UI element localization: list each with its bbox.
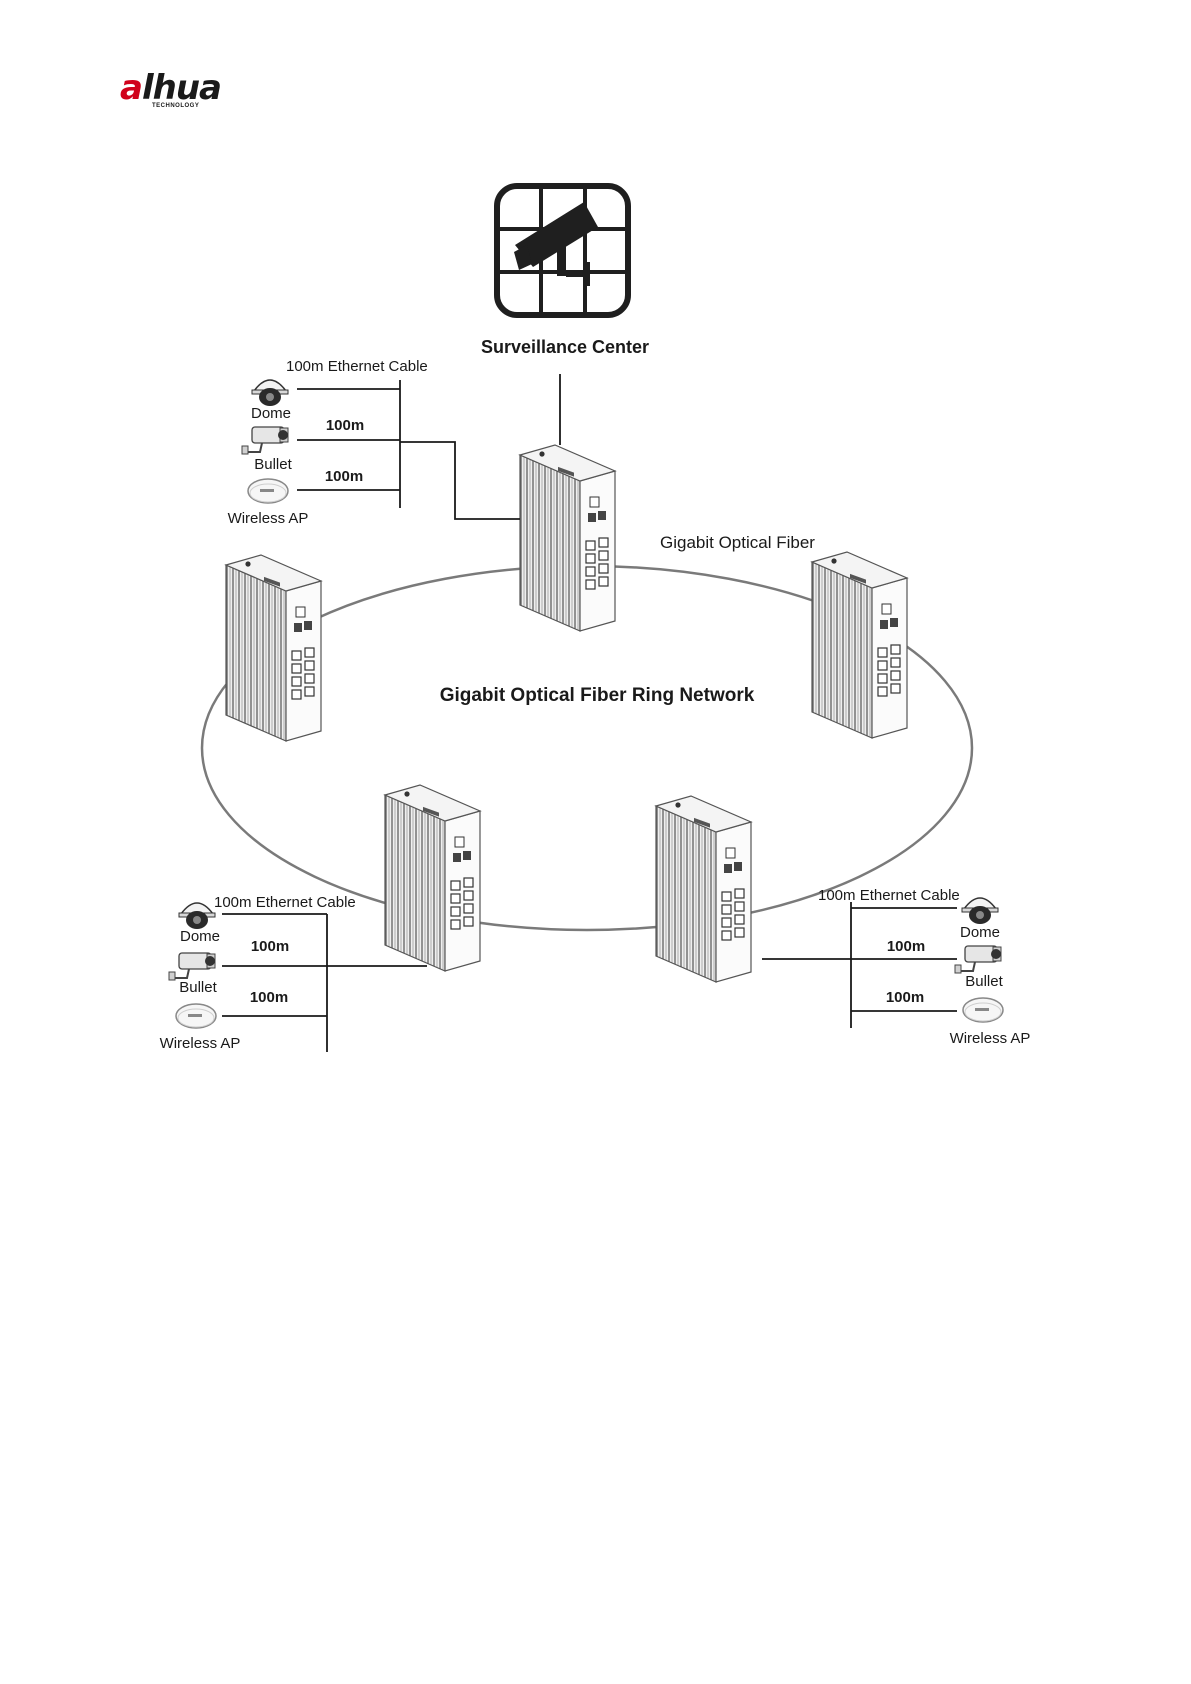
distance-label: 100m xyxy=(887,938,925,955)
switch-left xyxy=(226,555,321,741)
distance-label: 100m xyxy=(886,989,924,1006)
ring-network-label: Gigabit Optical Fiber Ring Network xyxy=(440,685,755,706)
wireless-ap-icon xyxy=(963,998,1003,1022)
wireless-ap-label: Wireless AP xyxy=(950,1030,1031,1047)
cluster-bottom-right: 100m Ethernet Cable Dome Bullet Wireless… xyxy=(762,887,1030,1047)
bullet-camera-icon xyxy=(242,427,288,454)
distance-label: 100m xyxy=(326,417,364,434)
wireless-ap-icon xyxy=(248,479,288,503)
switch-bottom-right xyxy=(656,796,751,982)
dome-label: Dome xyxy=(251,405,291,422)
bullet-camera-icon xyxy=(955,946,1001,973)
surveillance-center-label: Surveillance Center xyxy=(481,337,649,357)
cable-label: 100m Ethernet Cable xyxy=(818,887,960,904)
dome-label: Dome xyxy=(960,924,1000,941)
switch-top xyxy=(520,445,615,631)
wireless-ap-icon xyxy=(176,1004,216,1028)
surveillance-camera-icon xyxy=(497,186,628,315)
distance-label: 100m xyxy=(325,468,363,485)
cable-label: 100m Ethernet Cable xyxy=(214,894,356,911)
switch-bottom-left xyxy=(385,785,480,971)
bullet-label: Bullet xyxy=(965,973,1003,990)
dome-label: Dome xyxy=(180,928,220,945)
dome-camera-icon xyxy=(179,903,215,929)
switch-right xyxy=(812,552,907,738)
fiber-label: Gigabit Optical Fiber xyxy=(660,533,815,552)
distance-label: 100m xyxy=(251,938,289,955)
dome-camera-icon xyxy=(252,380,288,406)
wireless-ap-label: Wireless AP xyxy=(160,1035,241,1052)
dome-camera-icon xyxy=(962,898,998,924)
cluster-top-left: 100m Ethernet Cable Dome Bullet Wireless… xyxy=(228,358,520,527)
bullet-camera-icon xyxy=(169,953,215,980)
cable-label: 100m Ethernet Cable xyxy=(286,358,428,375)
bullet-label: Bullet xyxy=(254,456,292,473)
distance-label: 100m xyxy=(250,989,288,1006)
wireless-ap-label: Wireless AP xyxy=(228,510,309,527)
bullet-label: Bullet xyxy=(179,979,217,996)
